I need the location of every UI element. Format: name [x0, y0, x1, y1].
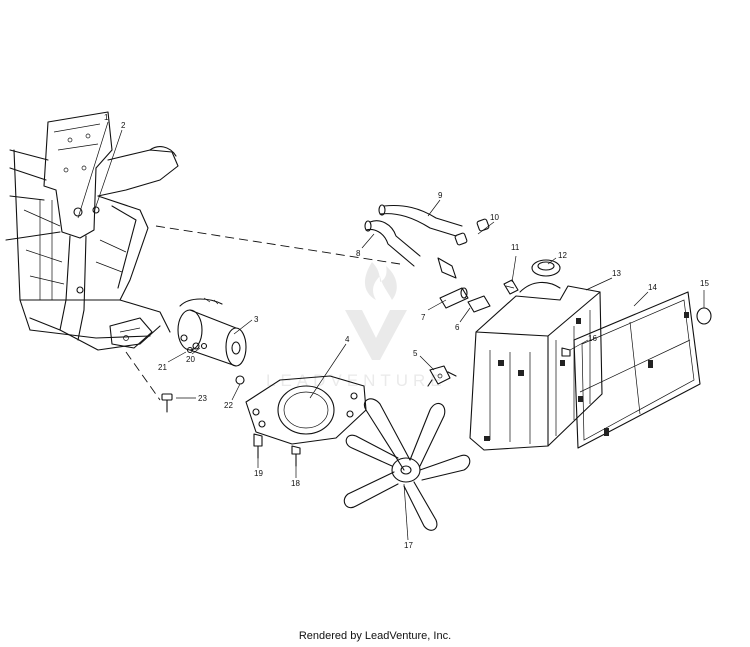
watermark-text: LEADVENTURE	[266, 371, 447, 390]
callout-21: 21	[158, 363, 167, 372]
nut-21	[186, 346, 194, 354]
screw-23	[161, 393, 173, 413]
radiator-screen	[573, 291, 701, 449]
footer-credit: Rendered by LeadVenture, Inc.	[298, 630, 452, 642]
callout-12: 12	[558, 251, 567, 260]
callout-6: 6	[455, 323, 460, 332]
screw-19	[253, 433, 263, 459]
callout-7: 7	[421, 313, 426, 322]
o-ring	[696, 307, 712, 325]
screw-16	[561, 347, 571, 357]
vehicle-frame	[5, 111, 179, 351]
hose-clamp-10	[437, 218, 490, 279]
callout-13: 13	[612, 269, 621, 278]
callout-18: 18	[291, 479, 300, 488]
leadventure-watermark-logo: LEADVENTURE	[266, 262, 447, 390]
radiator	[469, 281, 603, 451]
callout-1: 1	[104, 113, 109, 122]
callout-10: 10	[490, 213, 499, 222]
callout-3: 3	[254, 315, 259, 324]
hose-9	[378, 204, 463, 237]
washer-20	[200, 342, 208, 350]
callout-23: 23	[198, 394, 207, 403]
hose-fitting-7	[439, 287, 469, 309]
callout-19: 19	[254, 469, 263, 478]
callout-20: 20	[186, 355, 195, 364]
callout-9: 9	[438, 191, 443, 200]
alignment-line	[125, 351, 161, 401]
hose-fitting-6	[467, 295, 491, 313]
callout-11: 11	[511, 243, 520, 252]
callout-4: 4	[345, 335, 350, 344]
callout-17: 17	[404, 541, 413, 550]
radiator-cap	[531, 259, 561, 277]
callout-22: 22	[224, 401, 233, 410]
alignment-line	[155, 225, 401, 265]
callout-2: 2	[121, 121, 126, 130]
callout-16: 16	[588, 334, 597, 343]
fan-blade	[343, 398, 471, 531]
callout-labels: 1 2 3 4 5 6 7 8 9 10 11 12 13 14 15 16 1…	[104, 113, 709, 550]
thermo-switch	[427, 365, 457, 387]
fan-motor	[177, 297, 247, 367]
fitting-11	[503, 279, 519, 295]
callout-15: 15	[700, 279, 709, 288]
callout-8: 8	[356, 249, 361, 258]
screw-18	[291, 445, 301, 467]
leader-lines	[77, 121, 705, 541]
hose-8	[364, 220, 421, 267]
washer-22	[235, 375, 245, 385]
callout-14: 14	[648, 283, 657, 292]
callout-5: 5	[413, 349, 418, 358]
